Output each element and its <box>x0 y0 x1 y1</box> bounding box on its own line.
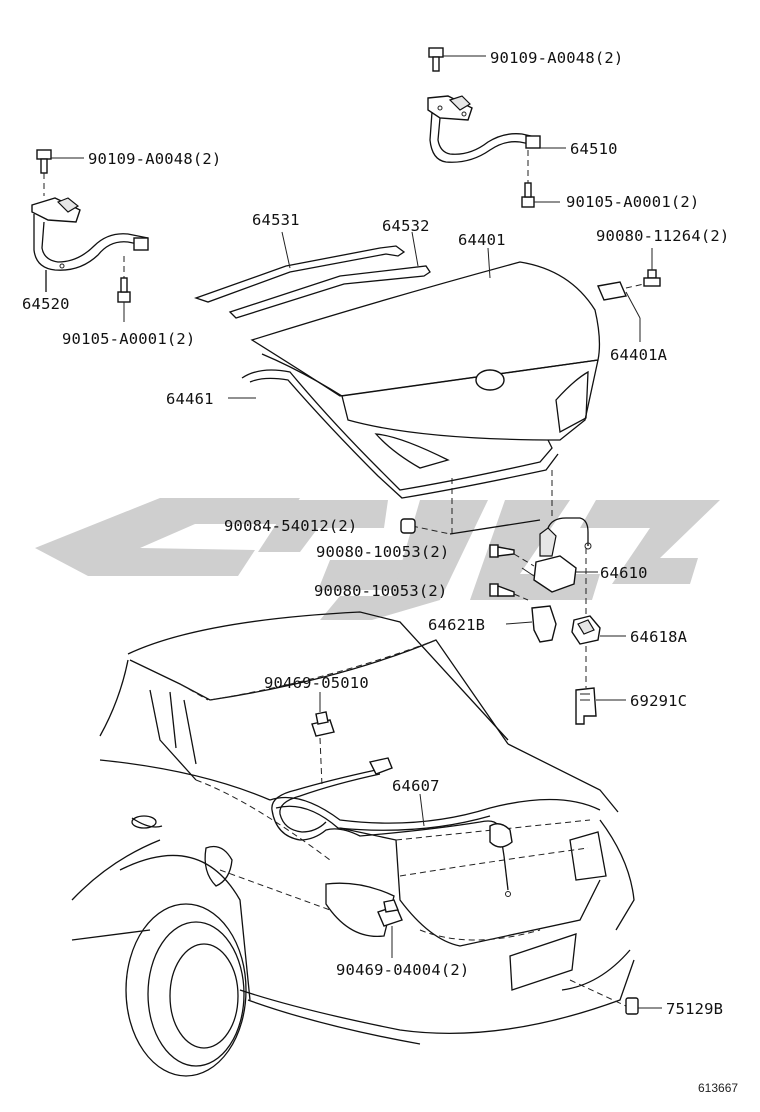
lock-group <box>400 470 626 725</box>
label-striker: 64618A <box>630 628 688 646</box>
label-lock-bracket: 64621B <box>428 616 485 634</box>
bumper-stop-group <box>597 248 661 342</box>
car-body-icon <box>71 611 635 1077</box>
lock-assy-icon <box>521 517 592 593</box>
plug-group <box>569 979 662 1015</box>
figure-number: 613667 <box>698 1081 738 1095</box>
hinge-left-group <box>31 149 149 322</box>
luggage-door-icon <box>250 247 601 469</box>
label-release-cable: 64607 <box>392 777 440 795</box>
hinge-right-group <box>427 47 566 208</box>
screw-lock-2-icon <box>489 583 515 597</box>
label-plug: 75129B <box>666 1000 723 1018</box>
label-bumper-stop: 64401A <box>610 346 668 364</box>
label-screw-lock-2: 90080-10053(2) <box>314 582 447 600</box>
striker-icon <box>571 615 601 645</box>
clip-cable-group <box>311 692 335 787</box>
bolt-lower-right-icon <box>521 182 535 208</box>
label-lock-assy: 64610 <box>600 564 648 582</box>
label-bolt-top-right: 90109-A0048(2) <box>490 49 623 67</box>
bolt-top-left-icon <box>36 149 52 174</box>
bolt-lower-left-icon <box>117 277 131 303</box>
label-weatherstrip: 64461 <box>166 390 214 408</box>
lock-bracket-icon <box>531 605 557 643</box>
label-bolt-lower-right: 90105-A0001(2) <box>566 193 699 211</box>
label-bolt-lower-left: 90105-A0001(2) <box>62 330 195 348</box>
nut-cushion-icon <box>400 518 416 534</box>
hinge-left-icon <box>31 197 149 271</box>
clip-lower-group <box>377 899 403 958</box>
label-screw-bumper: 90080-11264(2) <box>596 227 729 245</box>
label-bolt-top-left: 90109-A0048(2) <box>88 150 221 168</box>
clamp-c-icon <box>575 687 597 725</box>
label-hinge-right: 64510 <box>570 140 618 158</box>
label-hinge-left: 64520 <box>22 295 70 313</box>
clip-cable-icon <box>311 711 335 737</box>
label-luggage-door: 64401 <box>458 231 506 249</box>
bolt-top-right-icon <box>428 47 444 72</box>
weatherstrip-icon <box>228 369 559 499</box>
label-torsion-bar-2: 64532 <box>382 217 430 235</box>
torsion-bars <box>194 231 431 319</box>
watermark-logo <box>35 498 720 620</box>
plug-icon <box>625 997 639 1015</box>
label-nut-cushion: 90084-54012(2) <box>224 517 357 535</box>
label-clip-lower: 90469-04004(2) <box>336 961 469 979</box>
label-torsion-bar-1: 64531 <box>252 211 300 229</box>
clip-lower-icon <box>377 899 403 927</box>
label-clamp-c: 69291C <box>630 692 687 710</box>
label-clip-cable: 90469-05010 <box>264 674 369 692</box>
hinge-right-icon <box>427 95 541 163</box>
release-cable-icon <box>271 757 513 897</box>
label-screw-lock-1: 90080-10053(2) <box>316 543 449 561</box>
